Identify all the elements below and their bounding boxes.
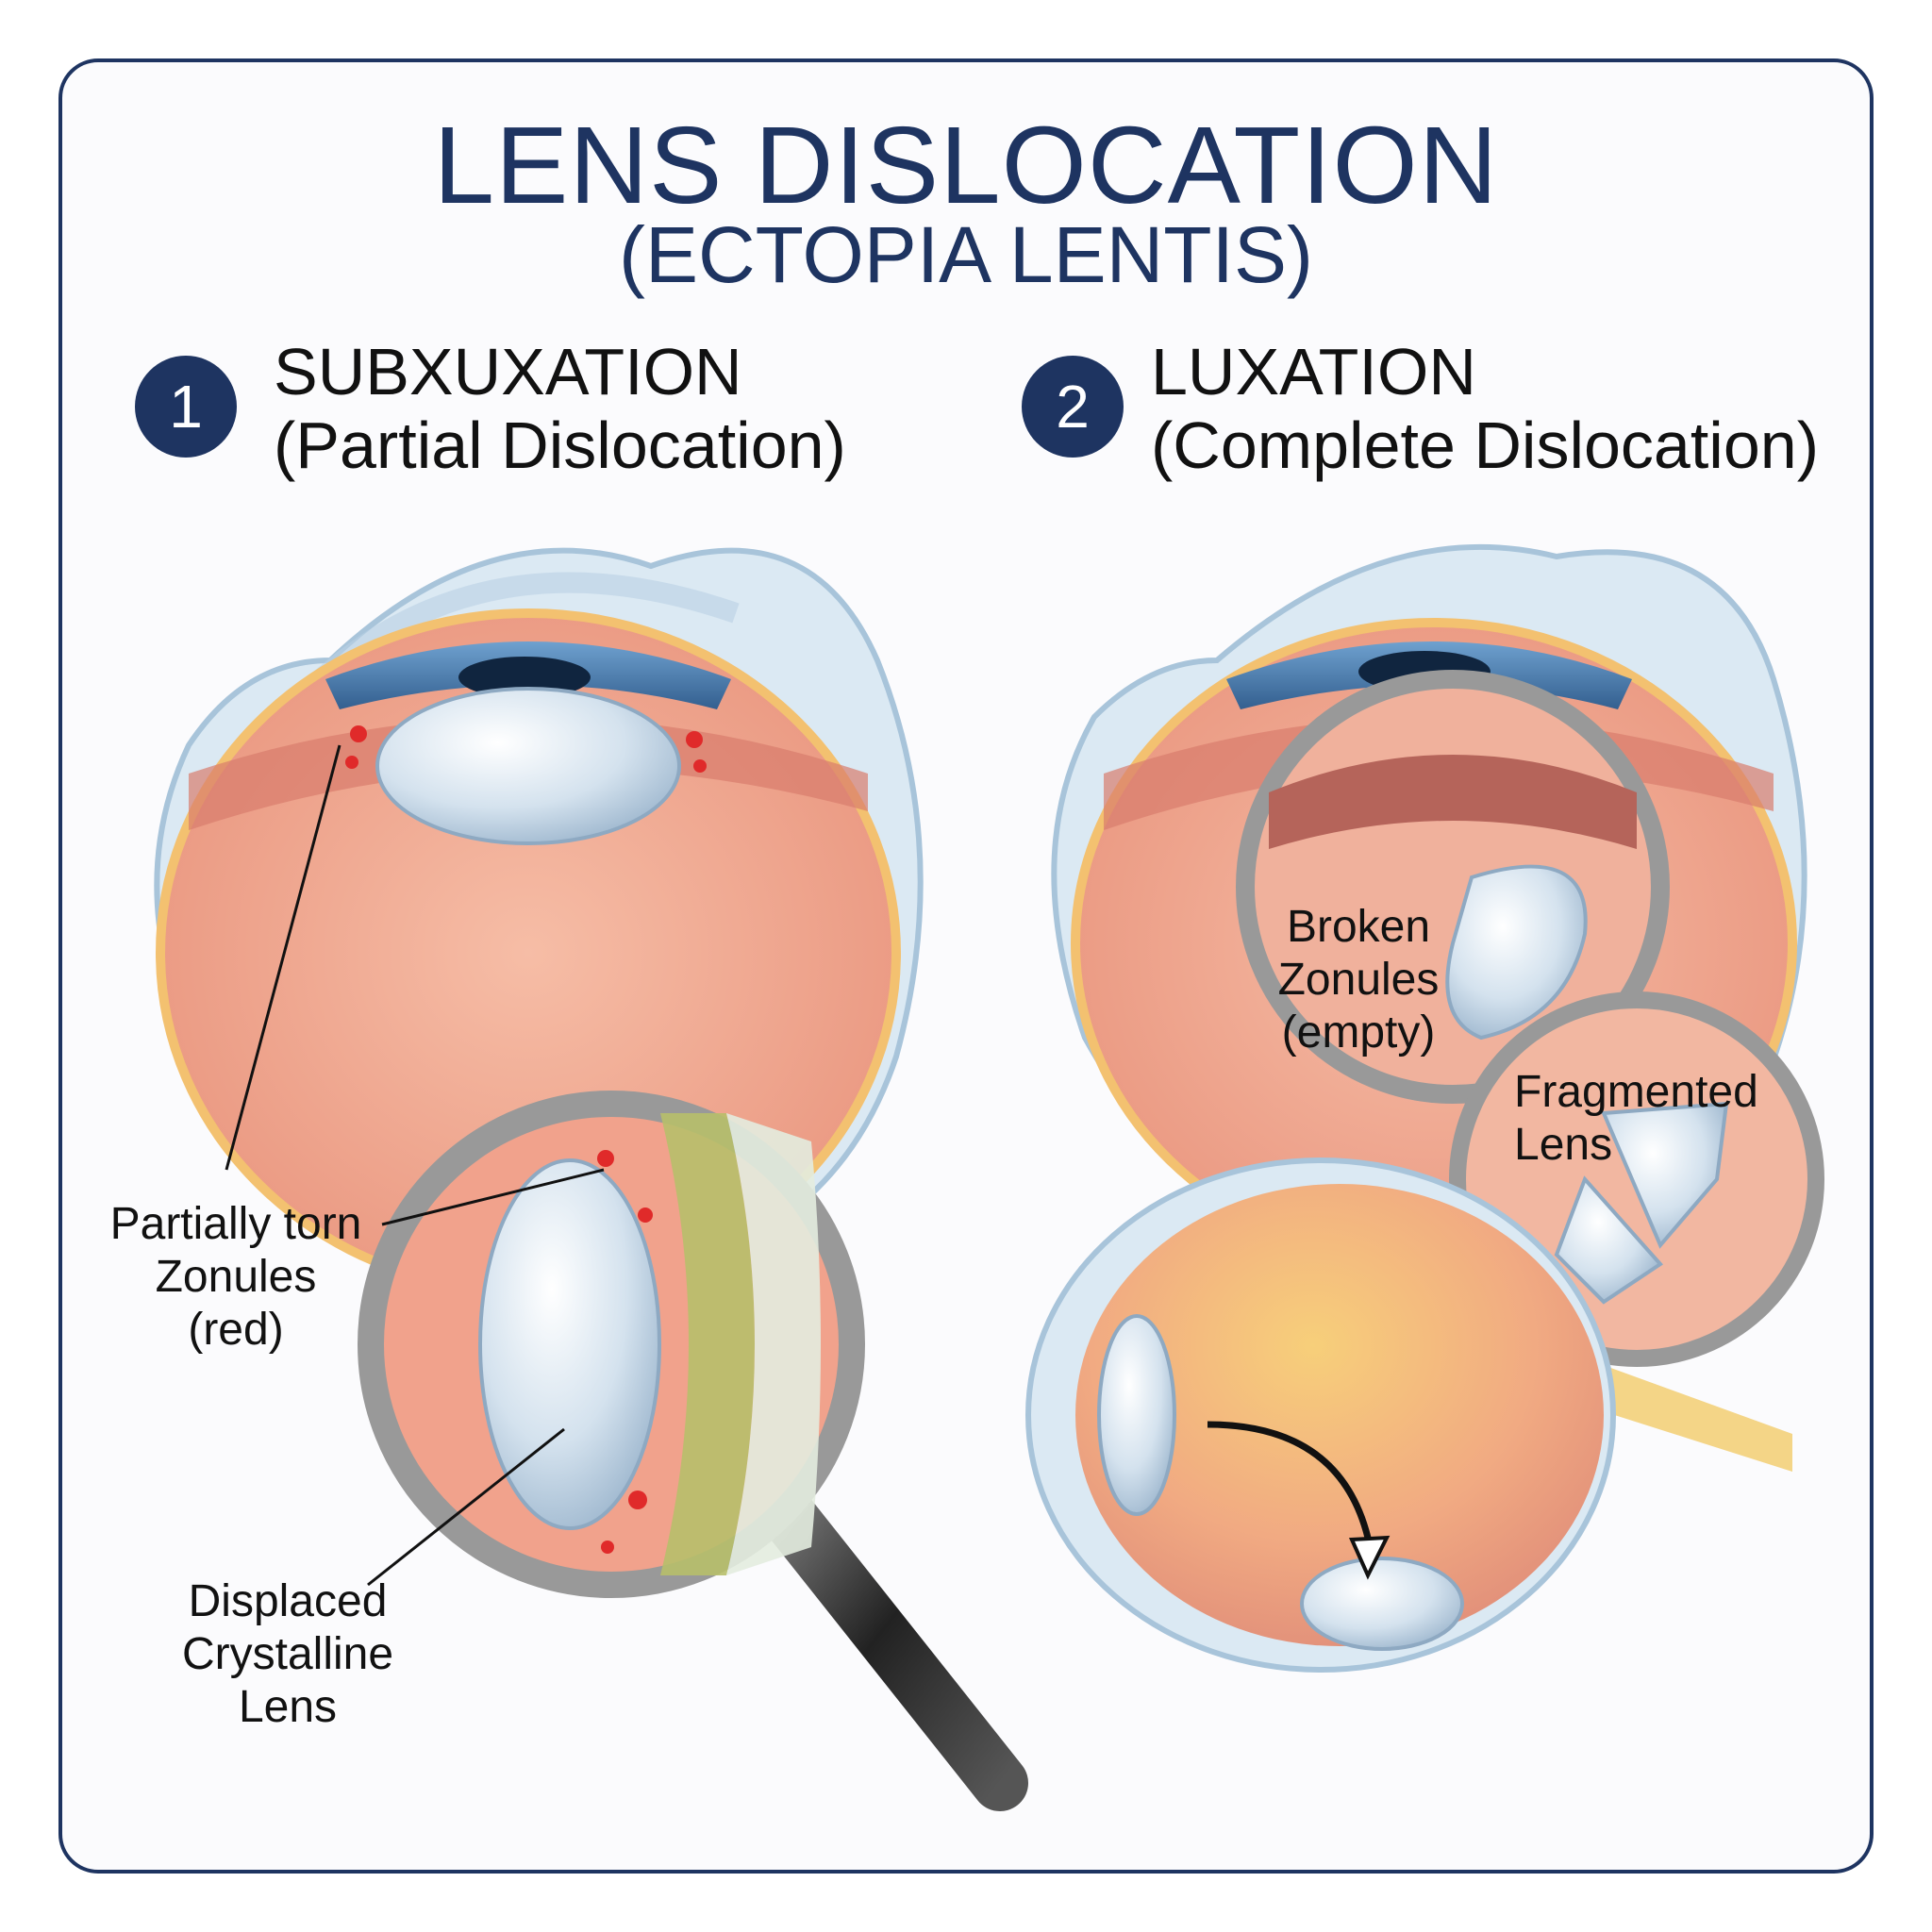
zonule-leader-line <box>225 744 341 1171</box>
label-fragmented-lens: Fragmented Lens <box>1514 1067 1758 1170</box>
broken-zonules-magnifier <box>1236 670 1670 1104</box>
lateral-eye-view <box>1025 1158 1792 1673</box>
fragmented-lens-magnifier <box>1449 991 1824 1367</box>
zonule-leader-line-2 <box>381 1168 605 1226</box>
diagram-title: LENS DISLOCATION <box>433 104 1499 226</box>
panel-2-subheading: (Complete Dislocation) <box>1151 408 1820 482</box>
panel-number-2: 2 <box>1022 356 1124 458</box>
panel-2-title: LUXATION (Complete Dislocation) <box>1151 335 1819 482</box>
panel-number-1: 1 <box>135 356 237 458</box>
panel-1-subheading: (Partial Dislocation) <box>274 408 846 482</box>
diagram-subtitle: (ECTOPIA LENTIS) <box>619 210 1313 299</box>
subluxation-magnifier <box>358 1091 1028 1811</box>
label-broken-zonules: Broken Zonules (empty) <box>1277 902 1440 1058</box>
label-partially-torn-zonules: Partially torn Zonules (red) <box>109 1199 362 1355</box>
panel-1-title: SUBXUXATION (Partial Dislocation) <box>274 335 846 482</box>
panel-2-heading: LUXATION <box>1151 335 1476 408</box>
panel-1-heading: SUBXUXATION <box>274 335 742 408</box>
label-displaced-lens: Displaced Crystalline Lens <box>181 1576 394 1732</box>
lens-leader-line <box>367 1427 565 1587</box>
